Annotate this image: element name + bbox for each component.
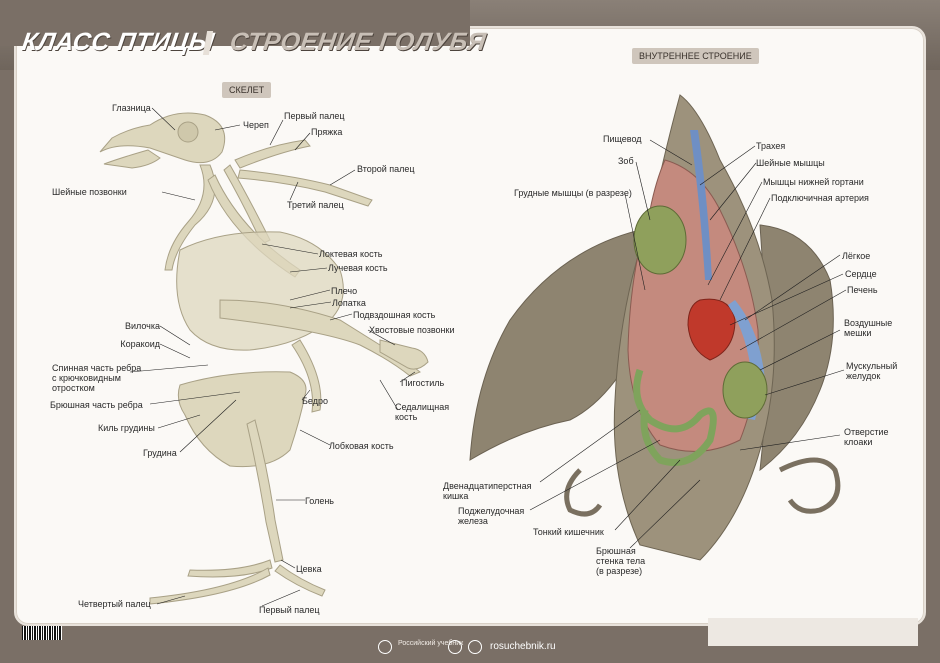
label-rib-ventral: Брюшная часть ребра (50, 400, 143, 410)
label-lung: Лёгкое (842, 251, 871, 261)
label-trachea: Трахея (756, 141, 786, 151)
label-skull: Череп (243, 120, 269, 130)
label-radius: Лучевая кость (328, 263, 388, 273)
label-small-intestine: Тонкий кишечник (533, 527, 604, 537)
label-pubis: Лобковая кость (329, 441, 394, 451)
header-cutout (0, 0, 470, 46)
label-orbit: Глазница (112, 103, 151, 113)
brand-logo-icon (448, 640, 462, 654)
label-body-wall: Брюшная стенка тела (в разрезе) (596, 546, 646, 576)
publisher-name: Российский учебник (398, 640, 464, 647)
label-femur: Бедро (302, 396, 328, 406)
label-liver: Печень (847, 285, 878, 295)
label-furcula: Вилочка (124, 321, 160, 331)
label-subclavian-artery: Подключичная артерия (771, 193, 869, 203)
label-crop: Зоб (618, 156, 634, 166)
label-scapula: Лопатка (332, 298, 366, 308)
label-keel: Киль грудины (98, 423, 155, 433)
label-first-toe: Первый палец (259, 605, 320, 615)
barcode (22, 626, 62, 640)
label-pygostyle: Пигостиль (401, 378, 445, 388)
partner-logo-icon (468, 640, 482, 654)
label-ulna: Локтевая кость (319, 249, 383, 259)
label-ischium: Седалищная кость (395, 402, 450, 422)
label-neck-muscles: Шейные мышцы (756, 158, 825, 168)
label-wrist: Пряжка (311, 127, 343, 137)
label-pancreas: Поджелудочная железа (458, 506, 525, 526)
section-internal: ВНУТРЕННЕЕ СТРОЕНИЕ (632, 48, 759, 64)
label-air-sacs: Воздушные мешки (844, 318, 893, 338)
label-third-finger: Третий палец (287, 200, 344, 210)
label-cloaca: Отверстие клоаки (844, 427, 889, 447)
label-neck-vertebrae: Шейные позвонки (52, 187, 127, 197)
label-humerus: Плечо (331, 286, 358, 296)
label-ilium: Подвздошная кость (353, 310, 436, 320)
label-second-finger: Второй палец (357, 164, 415, 174)
label-tail-vertebrae: Хвостовые позвонки (369, 325, 455, 335)
label-heart: Сердце (845, 269, 877, 279)
label-sternum: Грудина (143, 448, 177, 458)
website-link[interactable]: rosuchebnik.ru (490, 641, 556, 652)
section-skeleton: СКЕЛЕТ (222, 82, 272, 98)
label-coracoid: Коракоид (120, 339, 160, 349)
label-breast-muscles: Грудные мышцы (в разрезе) (514, 188, 632, 198)
label-duodenum: Двенадцатиперстная кишка (443, 481, 532, 501)
label-syrinx-muscles: Мышцы нижней гортани (763, 177, 864, 187)
publisher-logo-icon (378, 640, 392, 654)
label-tarsus: Цевка (296, 564, 322, 574)
label-gizzard: Мускульный желудок (846, 361, 898, 381)
label-tibia: Голень (305, 496, 334, 506)
imprint-block (708, 618, 918, 646)
label-fourth-toe: Четвертый палец (78, 599, 151, 609)
label-esophagus: Пищевод (603, 134, 642, 144)
label-first-finger: Первый палец (284, 111, 345, 121)
label-rib-dorsal: Спинная часть ребра с крючковидным отрос… (52, 363, 142, 393)
